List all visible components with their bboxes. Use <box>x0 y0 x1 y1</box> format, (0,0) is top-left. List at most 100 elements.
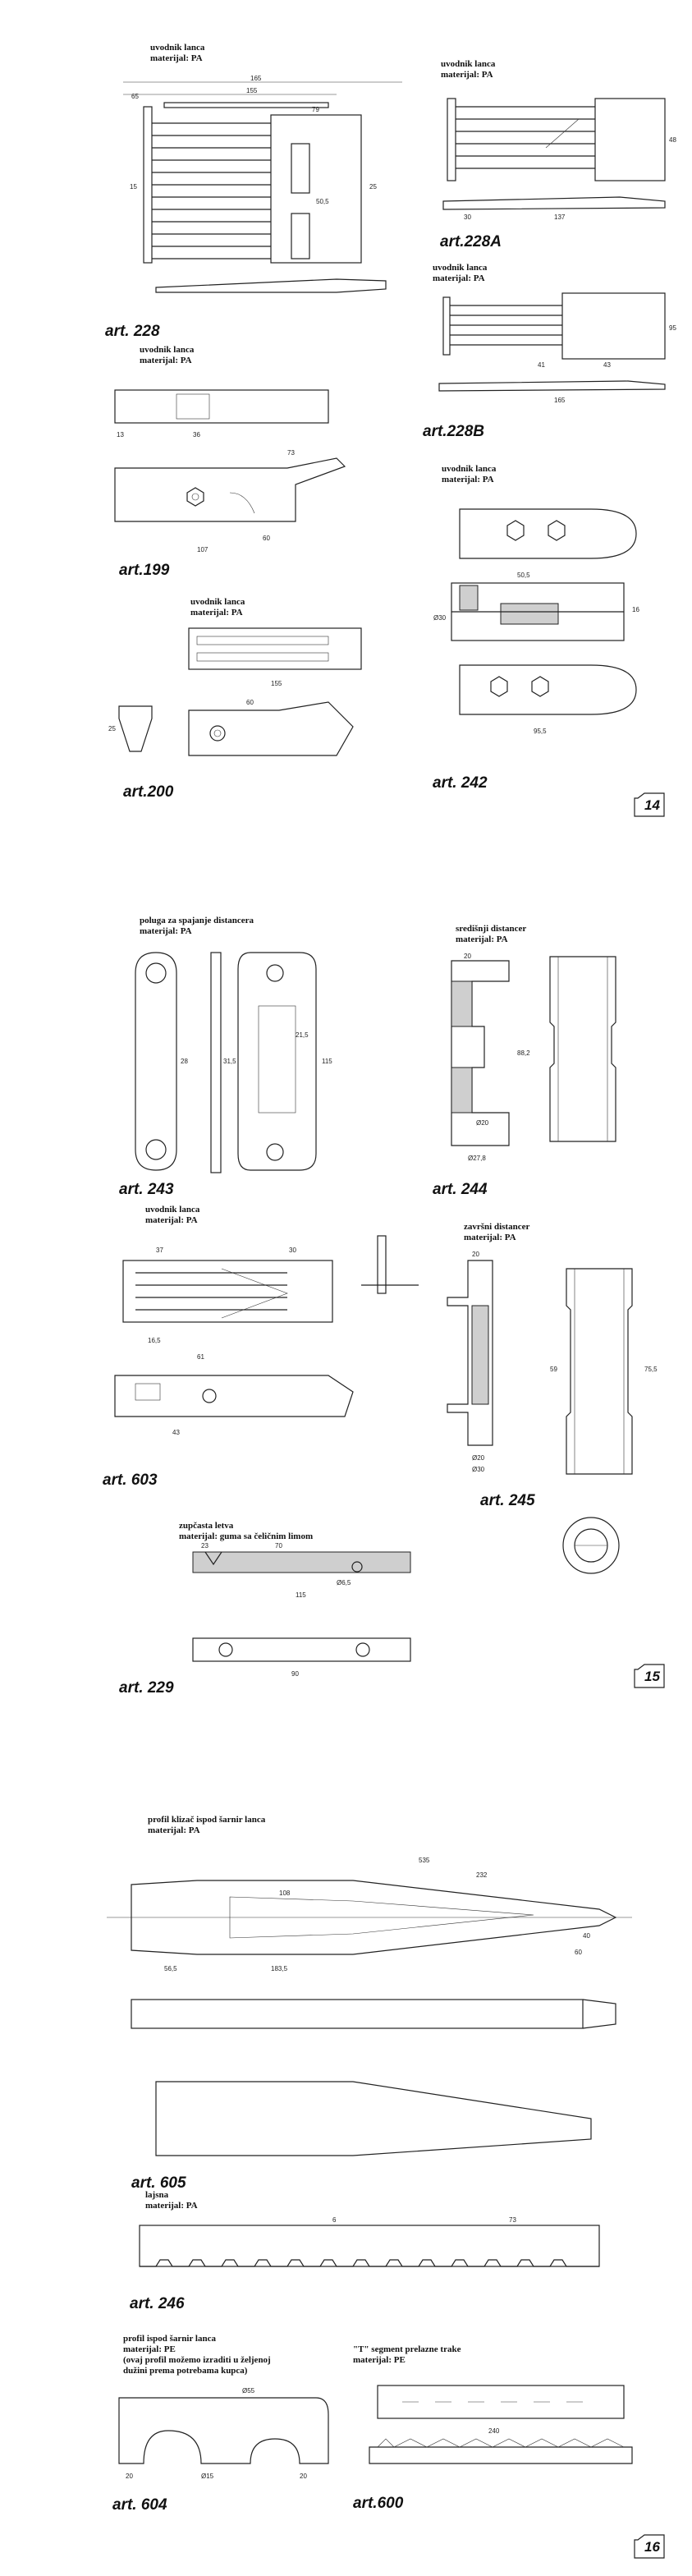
drawing-228a: 48 30 137 <box>442 98 676 221</box>
dim-605-4: 183,5 <box>271 1965 288 1972</box>
drawing-603: 37 30 16,5 61 43 <box>114 1235 419 1436</box>
drawing-604: Ø55 20 Ø15 20 <box>118 2387 329 2480</box>
dim-228-5: 50,5 <box>316 198 329 205</box>
drawing-199: 13 36 73 60 107 <box>114 389 346 553</box>
dim-200-3: 25 <box>108 725 116 732</box>
dim-199-1: 13 <box>117 431 124 439</box>
dim-228-3: 79 <box>312 106 319 113</box>
drawing-242: 50,5 Ø30 95,5 16 <box>433 508 639 735</box>
dim-605-7: 60 <box>575 1949 582 1956</box>
dim-228b-4: 95 <box>669 324 676 332</box>
art-label-229: art. 229 <box>119 1679 174 1697</box>
caption-245: završni distancer materijal: PA <box>464 1222 530 1242</box>
dim-242-3: 95,5 <box>534 728 547 735</box>
art-label-246: art. 246 <box>130 2295 185 2312</box>
dim-229-2: 70 <box>275 1542 282 1550</box>
dim-605-6: 40 <box>583 1932 590 1940</box>
dim-605-2: 232 <box>476 1871 488 1879</box>
drawing-228: 165 155 79 25 50,5 15 65 <box>123 75 402 293</box>
dim-228b-1: 41 <box>538 361 545 369</box>
dim-603-1: 37 <box>156 1247 163 1254</box>
art-label-243: art. 243 <box>119 1181 174 1198</box>
page-number-16: 16 <box>644 2539 660 2555</box>
dim-229-3: 115 <box>296 1591 306 1599</box>
drawing-244: 20 Ø20 Ø27,8 88,2 <box>451 953 616 1162</box>
dim-603-5: 43 <box>172 1429 180 1436</box>
dim-245-4: 59 <box>550 1366 557 1373</box>
art-label-244: art. 244 <box>433 1181 488 1198</box>
dim-243-2: 31,5 <box>223 1058 236 1065</box>
dim-228-6: 15 <box>130 183 137 191</box>
art-label-600: art.600 <box>353 2495 404 2512</box>
art-label-199: art.199 <box>119 562 170 579</box>
page-number-box-16 <box>634 2534 665 2559</box>
dim-242-4: 16 <box>632 606 639 613</box>
dim-242-1: 50,5 <box>517 572 530 579</box>
dim-244-3: Ø27,8 <box>468 1155 486 1162</box>
dim-229-4: 90 <box>291 1670 299 1678</box>
caption-228a: uvodnik lanca materijal: PA <box>441 59 496 80</box>
dim-244-1: 20 <box>464 953 471 960</box>
dim-245-3: Ø30 <box>472 1466 485 1473</box>
art-label-245: art. 245 <box>480 1492 535 1509</box>
drawing-246: 6 73 <box>139 2216 600 2267</box>
dim-245-2: Ø20 <box>472 1454 485 1462</box>
dim-244-4: 88,2 <box>517 1049 530 1057</box>
dim-245-1: 20 <box>472 1251 479 1258</box>
dim-242-2: Ø30 <box>433 614 447 622</box>
art-label-228b: art.228B <box>423 423 484 440</box>
drawing-605: 535 232 108 183,5 56,5 40 60 <box>107 1857 632 2156</box>
caption-605: profil klizač ispod šarnir lanca materij… <box>148 1815 266 1835</box>
dim-243-1: 28 <box>181 1058 188 1065</box>
dim-228a-3: 137 <box>554 214 566 221</box>
dim-199-3: 73 <box>287 449 295 457</box>
drawing-228b: 41 43 165 95 <box>438 292 676 404</box>
dim-199-5: 107 <box>197 546 209 553</box>
caption-246: lajsna materijal: PA <box>145 2190 198 2211</box>
caption-603: uvodnik lanca materijal: PA <box>145 1205 200 1225</box>
dim-603-3: 16,5 <box>148 1337 161 1344</box>
dim-228-7: 65 <box>131 93 139 100</box>
dim-229-5: Ø6,5 <box>337 1579 351 1586</box>
page-number-15: 15 <box>644 1669 660 1684</box>
dim-243-4: 115 <box>322 1058 332 1065</box>
dim-245-5: 75,5 <box>644 1366 658 1373</box>
dim-199-2: 36 <box>193 431 200 439</box>
dim-246-2: 73 <box>509 2216 516 2224</box>
dim-244-2: Ø20 <box>476 1119 489 1127</box>
dim-228a-1: 48 <box>669 136 676 144</box>
drawing-245-end-view <box>562 1517 620 1574</box>
caption-242: uvodnik lanca materijal: PA <box>442 464 497 484</box>
dim-228a-2: 30 <box>464 214 471 221</box>
dim-603-4: 61 <box>197 1353 204 1361</box>
dim-604-3: Ø15 <box>201 2473 214 2480</box>
dim-605-1: 535 <box>419 1857 430 1864</box>
drawing-243: 28 31,5 21,5 115 <box>135 952 332 1173</box>
art-label-228a: art.228A <box>440 233 502 250</box>
drawing-229: 23 70 115 90 Ø6,5 <box>192 1542 411 1678</box>
dim-228b-2: 43 <box>603 361 611 369</box>
dim-200-1: 155 <box>271 680 282 687</box>
dim-228-2: 155 <box>246 87 258 94</box>
page-number-box-14 <box>634 792 665 817</box>
caption-600: "T" segment prelazne trake materijal: PE <box>353 2344 461 2365</box>
caption-604: profil ispod šarnir lanca materijal: PE … <box>123 2334 271 2376</box>
art-label-242: art. 242 <box>433 774 488 792</box>
page-number-box-15 <box>634 1664 665 1688</box>
art-label-604: art. 604 <box>112 2496 167 2514</box>
art-label-603: art. 603 <box>103 1472 158 1489</box>
dim-604-2: 20 <box>126 2473 133 2480</box>
caption-199: uvodnik lanca materijal: PA <box>140 345 195 365</box>
caption-228: uvodnik lanca materijal: PA <box>150 43 205 63</box>
art-label-200: art.200 <box>123 783 174 801</box>
dim-603-2: 30 <box>289 1247 296 1254</box>
dim-600-1: 240 <box>488 2427 500 2435</box>
dim-228-1: 165 <box>250 75 262 82</box>
art-label-228: art. 228 <box>105 323 160 340</box>
dim-246-1: 6 <box>332 2216 337 2224</box>
art-label-605: art. 605 <box>131 2174 186 2192</box>
page-number-14: 14 <box>644 797 660 813</box>
dim-605-5: 56,5 <box>164 1965 177 1972</box>
drawing-245: 20 Ø20 Ø30 59 75,5 <box>447 1251 658 1475</box>
dim-605-3: 108 <box>279 1890 291 1897</box>
